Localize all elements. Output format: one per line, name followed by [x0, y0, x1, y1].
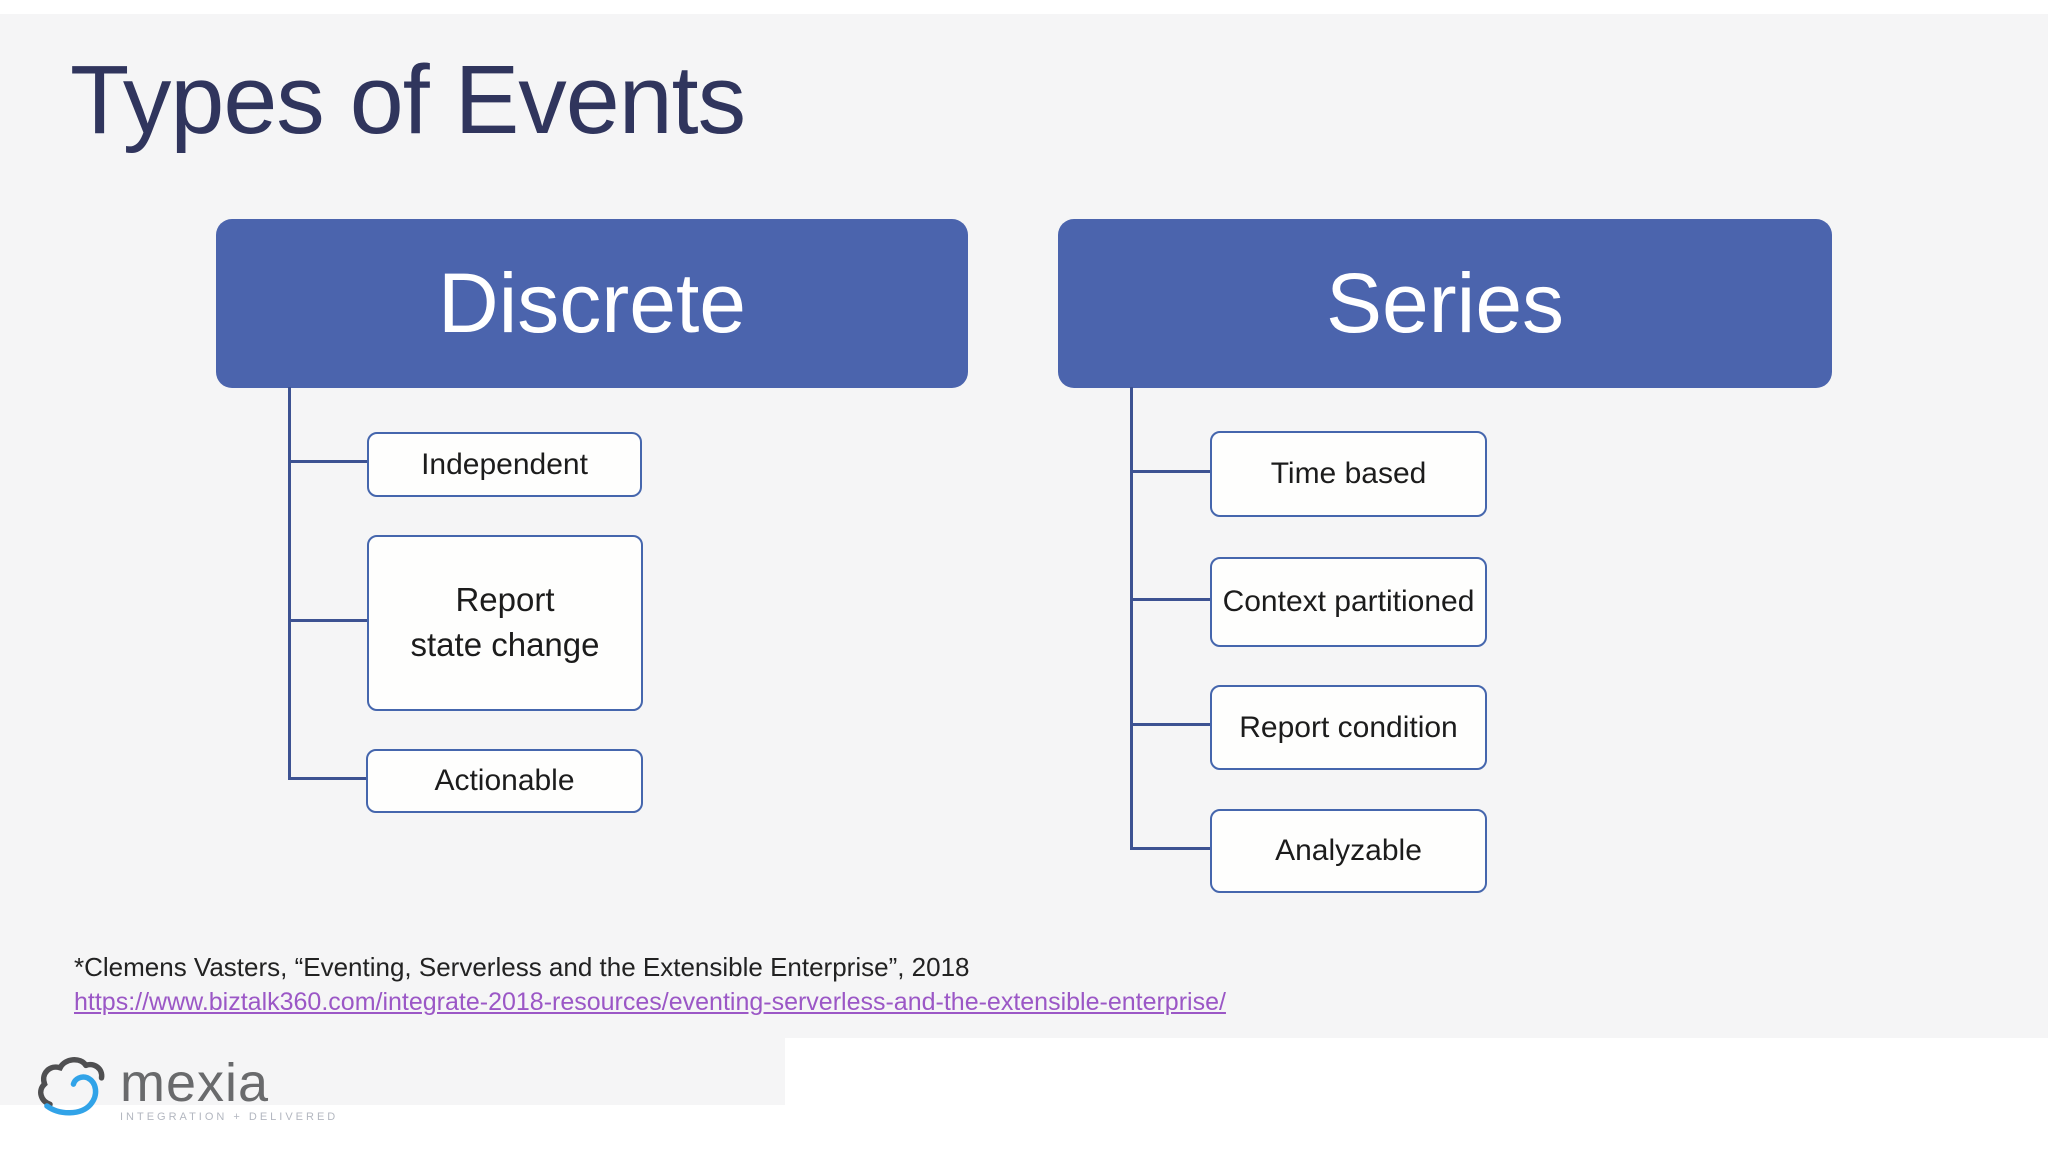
node-time-based: Time based — [1210, 431, 1487, 517]
logo-text: mexia INTEGRATION + DELIVERED — [120, 1053, 339, 1123]
root-node-series: Series — [1058, 219, 1832, 388]
node-report-condition: Report condition — [1210, 685, 1487, 770]
citation: *Clemens Vasters, “Eventing, Serverless … — [74, 950, 1226, 1019]
top-white-strip — [0, 0, 2048, 14]
node-report-state-change: Report state change — [367, 535, 643, 711]
bottom-white-strip — [0, 1105, 2048, 1152]
connector-series-report-condition — [1130, 723, 1210, 726]
connector-discrete-independent — [288, 460, 367, 463]
citation-link[interactable]: https://www.biztalk360.com/integrate-201… — [74, 988, 1226, 1016]
page-title: Types of Events — [70, 45, 746, 154]
citation-text: *Clemens Vasters, “Eventing, Serverless … — [74, 952, 970, 982]
mexia-tagline: INTEGRATION + DELIVERED — [120, 1111, 339, 1123]
connector-discrete-vertical — [288, 387, 291, 780]
mexia-logo: mexia INTEGRATION + DELIVERED — [36, 1053, 338, 1123]
node-context-partitioned: Context partitioned — [1210, 557, 1487, 647]
node-analyzable: Analyzable — [1210, 809, 1487, 893]
connector-series-context-partitioned — [1130, 598, 1210, 601]
node-actionable: Actionable — [366, 749, 643, 813]
connector-series-vertical — [1130, 387, 1133, 850]
cloud-icon — [38, 1057, 105, 1116]
connector-discrete-actionable — [288, 777, 367, 780]
connector-discrete-report-state-change — [288, 619, 367, 622]
node-independent: Independent — [367, 432, 642, 497]
mexia-wordmark: mexia — [120, 1053, 270, 1113]
root-node-discrete: Discrete — [216, 219, 968, 388]
connector-series-time-based — [1130, 470, 1210, 473]
connector-series-analyzable — [1130, 847, 1210, 850]
